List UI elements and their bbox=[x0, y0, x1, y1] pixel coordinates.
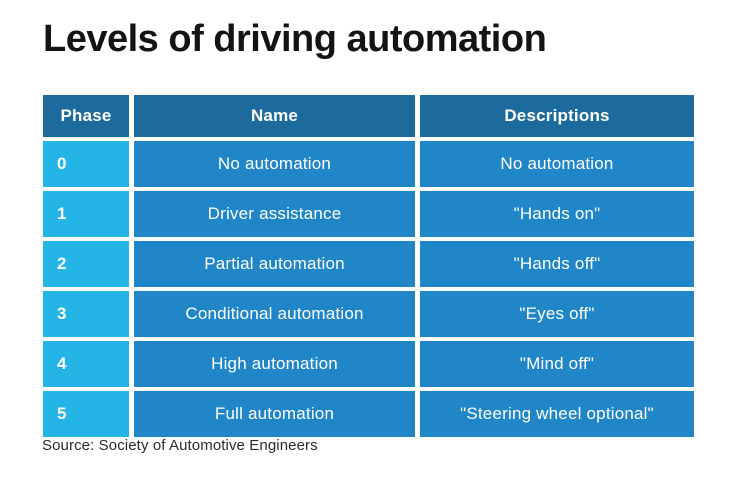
column-header-descriptions: Descriptions bbox=[420, 95, 694, 137]
table-row-phase: 5 bbox=[43, 391, 129, 437]
table-row-description: "Eyes off" bbox=[420, 291, 694, 337]
table-row-description: "Hands off" bbox=[420, 241, 694, 287]
table-row-phase: 1 bbox=[43, 191, 129, 237]
column-header-name: Name bbox=[134, 95, 415, 137]
table-row-name: Driver assistance bbox=[134, 191, 415, 237]
table-row-phase: 4 bbox=[43, 341, 129, 387]
table-row-name: Full automation bbox=[134, 391, 415, 437]
table-row-name: High automation bbox=[134, 341, 415, 387]
table-row-description: "Hands on" bbox=[420, 191, 694, 237]
source-attribution: Source: Society of Automotive Engineers bbox=[42, 437, 318, 454]
table-row-description: No automation bbox=[420, 141, 694, 187]
table-row-phase: 3 bbox=[43, 291, 129, 337]
table-row-phase: 0 bbox=[43, 141, 129, 187]
table-row-name: No automation bbox=[134, 141, 415, 187]
table-row-description: "Steering wheel optional" bbox=[420, 391, 694, 437]
automation-levels-table: Phase Name Descriptions 0 No automation … bbox=[43, 95, 694, 437]
table-row-phase: 2 bbox=[43, 241, 129, 287]
page-title: Levels of driving automation bbox=[43, 18, 547, 60]
table-row-name: Partial automation bbox=[134, 241, 415, 287]
table-row-description: "Mind off" bbox=[420, 341, 694, 387]
column-header-phase: Phase bbox=[43, 95, 129, 137]
table-row-name: Conditional automation bbox=[134, 291, 415, 337]
